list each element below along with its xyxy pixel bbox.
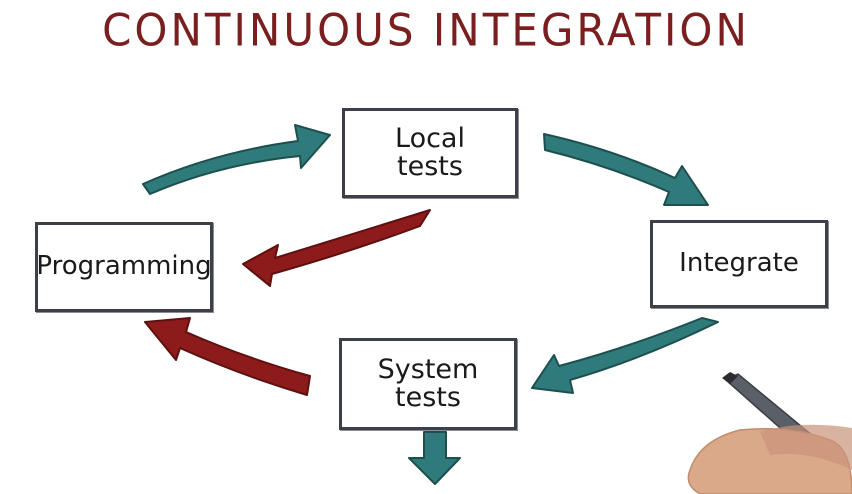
diagram-title: CONTINUOUS INTEGRATION [102,4,750,57]
arrow-programming-to-local-tests [142,124,331,195]
node-programming-label: Programming [36,251,212,282]
node-local-tests-line2: tests [397,151,463,182]
hand-with-marker-illustration [687,372,852,494]
node-system-tests-label: System tests [377,353,479,413]
arrow-system-tests-down [408,431,461,485]
node-local-tests: Local tests [342,108,518,198]
arrow-local-tests-to-programming [242,209,431,287]
node-integrate: Integrate [650,220,828,308]
node-programming: Programming [35,222,213,312]
arrow-integrate-to-system-tests [531,317,719,394]
arrow-local-tests-to-integrate [543,133,709,206]
arrow-system-tests-to-programming [144,317,311,396]
node-local-tests-line1: Local [395,122,465,154]
node-local-tests-label: Local tests [395,122,465,182]
node-integrate-label: Integrate [679,248,799,279]
node-system-tests: System tests [339,338,517,430]
node-system-tests-line2: tests [395,382,461,413]
node-system-tests-line1: System [377,353,479,385]
